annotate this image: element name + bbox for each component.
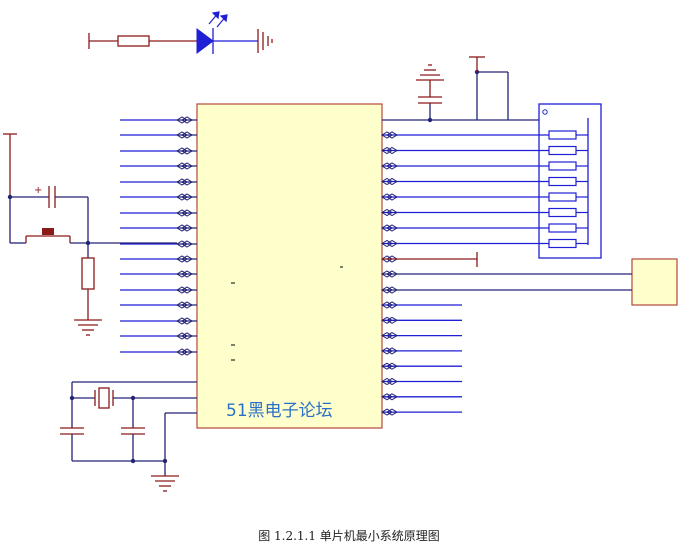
reset-button	[25, 228, 88, 244]
left-pin	[120, 131, 197, 139]
right-pin-port	[381, 301, 462, 309]
led-resistor	[117, 35, 150, 47]
left-pin	[120, 162, 197, 170]
right-pin-port	[381, 347, 462, 355]
right-pin-port	[381, 362, 462, 370]
right-pin-bus	[381, 208, 549, 217]
top-ground-symbol	[416, 64, 444, 81]
power-decoupling	[382, 56, 539, 123]
left-pin	[120, 240, 197, 248]
decoupling-capacitor	[418, 96, 442, 104]
network-resistor	[548, 145, 588, 156]
left-pin	[120, 178, 197, 186]
left-pin	[120, 286, 197, 294]
network-resistor	[548, 223, 588, 233]
right-pin-bus	[381, 177, 549, 186]
left-pin	[120, 255, 197, 263]
left-pin	[120, 348, 197, 356]
right-pin-bus	[381, 146, 549, 155]
chip-marks	[231, 266, 343, 361]
right-pin-port	[381, 316, 462, 324]
svg-text:+: +	[34, 185, 42, 196]
network-resistor	[548, 161, 588, 171]
left-pin	[120, 209, 197, 217]
resistor-network	[538, 103, 602, 259]
crystal-ground-symbol	[151, 475, 179, 492]
crystal	[98, 387, 110, 409]
right-pin-bus	[381, 224, 549, 232]
left-pin-group	[120, 116, 197, 356]
reset-resistor	[81, 257, 95, 290]
led-ground-symbol	[257, 29, 273, 53]
crystal-circuit	[60, 381, 197, 492]
reset-ground-symbol	[74, 319, 102, 336]
left-pin	[120, 332, 197, 340]
led-diode	[196, 28, 214, 54]
connector-box	[631, 258, 678, 306]
right-pin-group	[381, 131, 549, 416]
left-pin	[120, 270, 197, 278]
left-pin	[120, 147, 197, 155]
network-resistor	[548, 207, 588, 218]
right-pin-bus	[381, 239, 549, 248]
network-resistor	[548, 176, 588, 187]
left-pin	[120, 193, 197, 201]
right-pin-bus	[381, 193, 549, 201]
right-pin-bus	[381, 131, 549, 139]
right-pin-port	[381, 377, 462, 386]
left-pin	[120, 116, 197, 124]
chip-label: 51黑电子论坛	[226, 401, 333, 421]
crystal-capacitor-2	[121, 427, 145, 435]
crystal-capacitor-1	[60, 427, 84, 435]
led-light-arrows	[208, 11, 228, 28]
figure-caption: 图 1.2.1.1 单片机最小系统原理图	[258, 529, 440, 543]
reset-circuit: +	[3, 133, 177, 336]
right-pin-bus	[381, 162, 549, 170]
mcu-chip	[196, 103, 383, 429]
network-resistor	[548, 238, 588, 249]
led-circuit	[88, 11, 273, 54]
right-pin-port	[381, 408, 462, 416]
left-pin	[120, 301, 197, 309]
left-pin	[120, 224, 197, 232]
network-resistor	[548, 130, 588, 140]
right-pin-port	[381, 332, 462, 340]
network-resistor	[548, 192, 588, 202]
left-pin	[120, 317, 197, 325]
right-pin-port	[381, 393, 462, 401]
